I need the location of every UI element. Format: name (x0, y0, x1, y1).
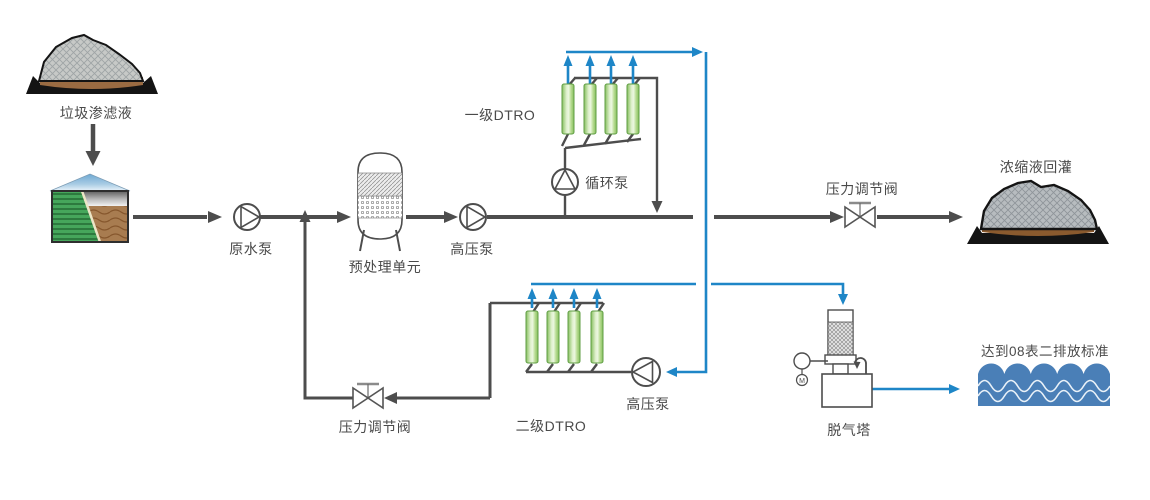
hp-pump2-label: 高压泵 (626, 396, 670, 412)
pipes-dark (133, 76, 949, 400)
pressure-valve-bottom-label: 压力调节阀 (338, 419, 412, 435)
pressure-valve-top-icon (844, 201, 876, 229)
pretreatment-vessel-icon (357, 152, 403, 252)
concentrate-pile-icon (967, 179, 1109, 244)
stage2-dtro-label: 二级DTRO (515, 418, 587, 434)
degassing-tower-icon: M (793, 309, 873, 408)
pipe-arrowheads-blue (527, 47, 960, 394)
water-waves-icon (978, 363, 1111, 406)
concentrate-pile-label: 浓缩液回灌 (999, 159, 1073, 175)
stage1-dtro-label: 一级DTRO (464, 107, 536, 123)
degassing-tower-label: 脱气塔 (827, 422, 871, 438)
high-pressure-pump1-icon (459, 203, 487, 231)
landfill-pile-icon (26, 33, 158, 94)
pressure-valve-top-label: 压力调节阀 (825, 181, 899, 197)
pressure-valve-bottom-icon (352, 382, 384, 410)
raw-water-pump-label: 原水泵 (229, 241, 273, 257)
pretreatment-label: 预处理单元 (348, 259, 422, 275)
high-pressure-pump2-icon (631, 357, 661, 387)
flow-arrow-down-icon (85, 124, 101, 166)
raw-water-pump-icon (233, 203, 261, 231)
hp-pump1-label: 高压泵 (450, 241, 494, 257)
pipe-arrowheads-dark (208, 201, 963, 404)
stage2-dtro-columns-icon (525, 310, 604, 364)
landfill-cell-icon (49, 173, 131, 243)
discharge-standard-label: 达到08表二排放标准 (980, 344, 1110, 359)
circulation-pump-label: 循环泵 (585, 175, 629, 191)
source-pile-label: 垃圾渗滤液 (59, 105, 133, 121)
circulation-pump-icon (551, 168, 579, 196)
stage1-dtro-columns-icon (561, 83, 640, 135)
motor-label: M (799, 378, 805, 385)
